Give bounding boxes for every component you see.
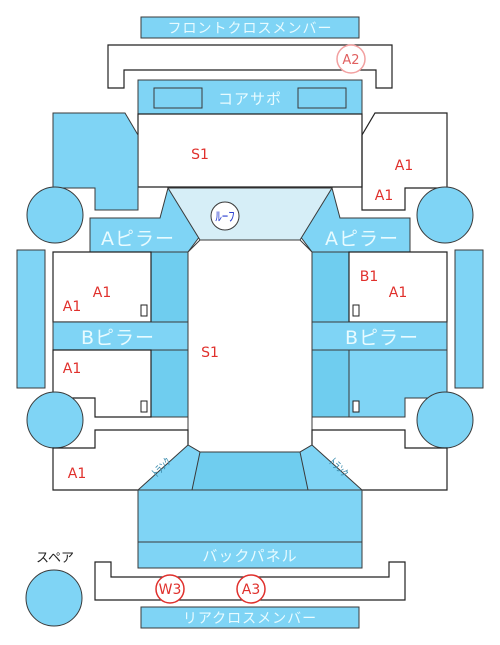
right-front-fender[interactable] xyxy=(361,112,448,211)
front-cross-member-marker xyxy=(336,44,366,74)
rear-w-code: W3 xyxy=(159,582,182,598)
core-support-left-lamp xyxy=(153,87,203,109)
right-rear-wheel[interactable] xyxy=(416,391,474,449)
left-front-door-code-a: A1 xyxy=(93,285,111,301)
front-cross-member-label: フロントクロスメンバー xyxy=(168,21,333,37)
left-rear-door-handle xyxy=(140,400,148,413)
left-rear-door-code: A1 xyxy=(63,361,81,377)
right-rear-door-handle xyxy=(352,400,360,413)
rear-cross-member-label: リアクロスメンバー xyxy=(183,611,317,627)
left-a-pillar-label: Aピラー xyxy=(101,228,175,250)
right-side-sill[interactable] xyxy=(454,249,484,389)
back-panel-label: バックパネル xyxy=(202,547,297,565)
rear-a-code: A3 xyxy=(242,582,260,598)
right-front-door-handle xyxy=(352,304,360,317)
left-front-door-code-b: A1 xyxy=(63,299,81,315)
hood-code: S1 xyxy=(191,147,209,163)
spare-tire[interactable] xyxy=(25,569,83,627)
core-support-right-lamp xyxy=(297,87,347,109)
right-front-fender-code-upper: A1 xyxy=(395,158,413,174)
front-bumper-outline[interactable] xyxy=(107,44,393,89)
rear-w-marker xyxy=(155,574,185,604)
roof-code: ﾙｰﾌ xyxy=(215,210,235,225)
hood-panel[interactable] xyxy=(137,113,363,188)
trunk-lid-center xyxy=(191,451,309,491)
roof-code-center: S1 xyxy=(201,345,219,361)
left-front-door-handle xyxy=(140,304,148,317)
rear-bumper-outline[interactable] xyxy=(94,561,406,601)
roof-marker xyxy=(210,201,240,231)
right-front-door-code-a1: A1 xyxy=(389,285,407,301)
right-b-pillar[interactable] xyxy=(311,321,448,351)
left-b-pillar-label: Bピラー xyxy=(81,327,155,349)
back-panel[interactable] xyxy=(137,541,363,569)
rear-cross-member-panel[interactable] xyxy=(140,606,360,629)
back-panel-upper[interactable] xyxy=(137,489,363,543)
front-cross-member-panel[interactable] xyxy=(140,16,360,39)
right-rear-door[interactable] xyxy=(348,349,448,418)
right-front-door-code-b1: B1 xyxy=(360,269,379,285)
core-support-label: コアサポ xyxy=(218,90,282,108)
right-rear-fender[interactable] xyxy=(311,429,448,491)
rear-a-marker xyxy=(236,574,266,604)
left-b-pillar[interactable] xyxy=(52,321,189,351)
spare-label: スペア xyxy=(36,551,74,566)
left-front-wheel[interactable] xyxy=(26,186,84,244)
right-front-fender-code-lower: A1 xyxy=(375,188,393,204)
left-side-sill[interactable] xyxy=(16,249,46,389)
left-rear-fender-code: A1 xyxy=(68,466,86,482)
right-a-pillar-label: Aピラー xyxy=(325,228,399,250)
right-b-pillar-label: Bピラー xyxy=(345,327,419,349)
right-front-wheel[interactable] xyxy=(416,186,474,244)
front-cross-member-code: A2 xyxy=(342,53,359,68)
left-rear-wheel[interactable] xyxy=(26,391,84,449)
